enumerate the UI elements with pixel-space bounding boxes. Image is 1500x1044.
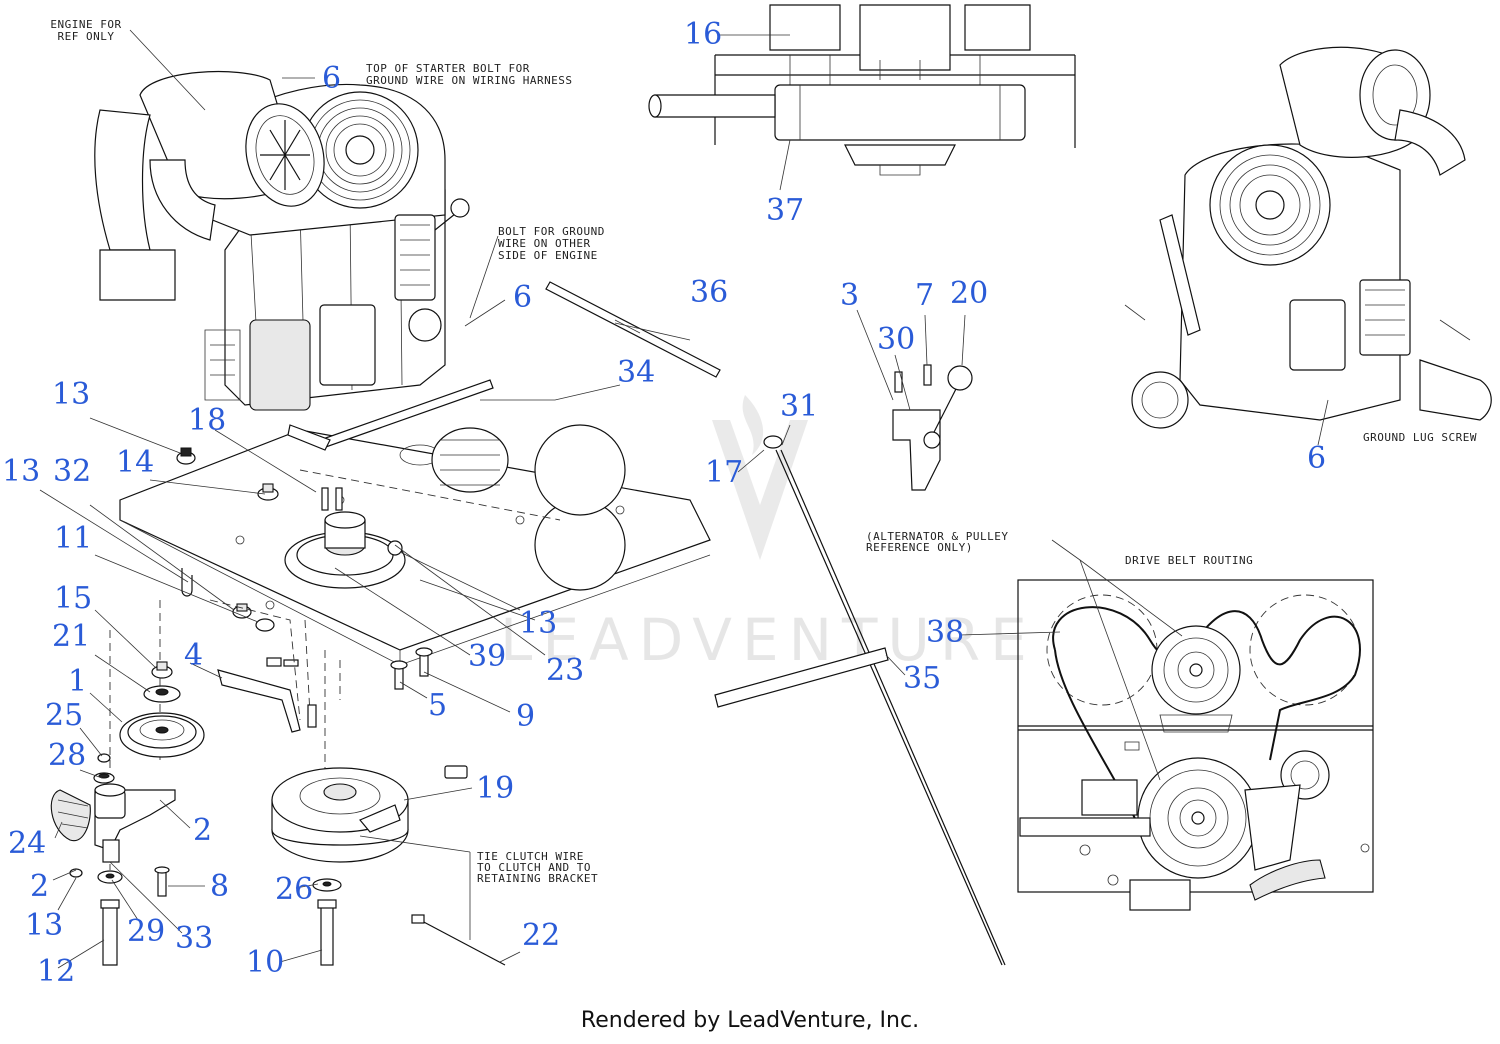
callout-39: 39 (468, 639, 506, 674)
note-engine-ref-1: ENGINE FOR (50, 18, 121, 31)
top-detail-muffler (648, 4, 1076, 176)
rods (287, 281, 721, 451)
note-bolt-ground-2: WIRE ON OTHER (498, 237, 591, 250)
callout-24: 24 (8, 826, 46, 861)
decal-strip (714, 647, 889, 708)
callout-5: 5 (428, 688, 447, 723)
watermark-text: LEADVENTURE (500, 606, 1037, 674)
note-tie-clutch-2: TO CLUTCH AND TO (477, 861, 591, 874)
callout-38: 38 (926, 615, 964, 650)
note-tie-clutch-3: RETAINING BRACKET (477, 872, 598, 885)
note-ground-lug: GROUND LUG SCREW (1363, 431, 1477, 444)
callout-8: 8 (210, 869, 229, 904)
callout-6: 6 (1307, 441, 1326, 476)
callout-30: 30 (877, 322, 915, 357)
note-bolt-ground-3: SIDE OF ENGINE (498, 249, 598, 262)
callout-2: 2 (193, 813, 212, 848)
callout-17: 17 (705, 455, 743, 490)
callouts: 6 16 37 6 36 3 7 20 30 34 31 6 13 18 14 … (2, 17, 1326, 989)
callout-3: 3 (840, 278, 859, 313)
footer-credit: Rendered by LeadVenture, Inc. (580, 1008, 920, 1033)
callout-26: 26 (275, 872, 313, 907)
callout-16: 16 (684, 17, 722, 52)
idler-pulley (119, 661, 205, 758)
bolt-part (307, 704, 317, 728)
callout-29: 29 (127, 914, 165, 949)
leader-lines (39, 29, 1329, 969)
callout-19: 19 (476, 771, 514, 806)
throttle-lever (892, 364, 973, 491)
callout-6: 6 (322, 61, 341, 96)
note-starter-bolt-1: TOP OF STARTER BOLT FOR (366, 62, 530, 75)
idler-arm (50, 753, 176, 966)
note-starter-bolt-2: GROUND WIRE ON WIRING HARNESS (366, 74, 573, 87)
plate-hardware (176, 447, 433, 690)
note-alternator-ref-2: REFERENCE ONLY) (866, 541, 973, 554)
callout-14: 14 (116, 445, 154, 480)
callout-10: 10 (246, 945, 284, 980)
callout-13: 13 (2, 454, 40, 489)
callout-32: 32 (53, 454, 91, 489)
callout-36: 36 (690, 275, 728, 310)
callout-2: 2 (30, 869, 49, 904)
note-belt-routing: DRIVE BELT ROUTING (1125, 554, 1253, 567)
callout-11: 11 (54, 521, 92, 556)
callout-7: 7 (915, 278, 934, 313)
note-bolt-ground-1: BOLT FOR GROUND (498, 225, 605, 238)
dipstick (763, 435, 1006, 966)
callout-15: 15 (54, 581, 92, 616)
note-alternator-ref-1: (ALTERNATOR & PULLEY (866, 530, 1008, 543)
callout-9: 9 (516, 699, 535, 734)
callout-13: 13 (25, 908, 63, 943)
callout-22: 22 (522, 918, 560, 953)
callout-13: 13 (52, 377, 90, 412)
callout-35: 35 (903, 661, 941, 696)
engine-illustration (94, 70, 470, 411)
callout-34: 34 (617, 355, 655, 390)
note-tie-clutch-1: TIE CLUTCH WIRE (477, 850, 584, 863)
belt-routing-panel (1017, 579, 1374, 911)
watermark: LEADVENTURE (500, 395, 1037, 674)
electric-clutch (271, 765, 506, 966)
callout-25: 25 (45, 698, 83, 733)
callout-20: 20 (950, 276, 988, 311)
callout-28: 28 (48, 738, 86, 773)
engine-view-right (1124, 46, 1492, 429)
notes: ENGINE FOR REF ONLY TOP OF STARTER BOLT … (50, 18, 1477, 885)
callout-21: 21 (52, 619, 90, 654)
callout-4: 4 (184, 638, 203, 673)
callout-37: 37 (766, 193, 804, 228)
callout-23: 23 (546, 653, 584, 688)
callout-33: 33 (175, 921, 213, 956)
callout-13: 13 (519, 606, 557, 641)
callout-31: 31 (780, 389, 818, 424)
callout-1: 1 (68, 664, 87, 699)
callout-12: 12 (37, 954, 75, 989)
callout-6: 6 (513, 280, 532, 315)
callout-18: 18 (188, 403, 226, 438)
note-engine-ref-2: REF ONLY (58, 30, 115, 43)
bracket-part (217, 669, 301, 733)
